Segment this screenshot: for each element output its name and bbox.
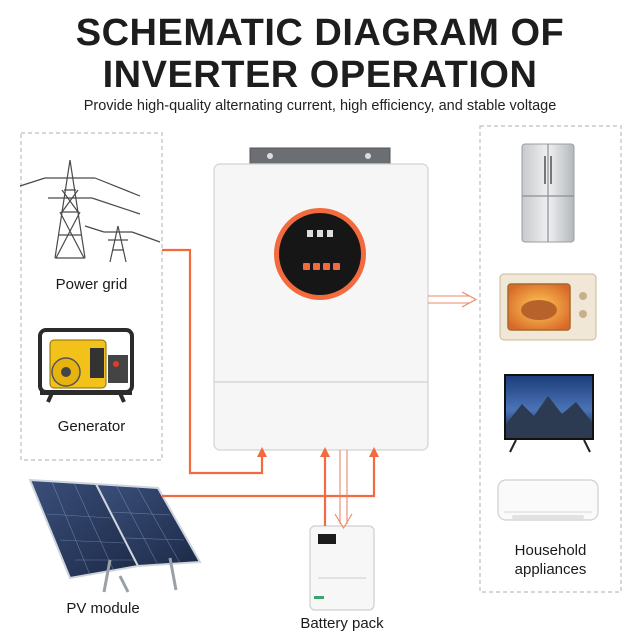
battery-icon — [309, 525, 375, 611]
appliances-label-line-2: appliances — [514, 561, 587, 578]
title-line-1: SCHEMATIC DIAGRAM OF — [75, 12, 565, 54]
inverter-to-battery-arrow — [339, 450, 348, 524]
subtitle: Provide high-quality alternating current… — [83, 98, 557, 114]
oven-icon — [499, 273, 597, 341]
television-icon — [504, 374, 594, 453]
title-line-2: INVERTER OPERATION — [102, 54, 538, 96]
transmission-tower-icon — [19, 159, 161, 263]
household-appliances-label: Household appliances — [480, 541, 621, 579]
sources-frame — [20, 132, 163, 461]
battery-pack-label: Battery pack — [300, 615, 384, 632]
appliances-label-line-1: Household — [514, 542, 587, 559]
solar-panel-icon — [28, 478, 202, 593]
refrigerator-icon — [521, 143, 575, 243]
air-conditioner-icon — [497, 479, 599, 521]
pv-module-label: PV module — [66, 600, 140, 617]
generator-icon — [38, 328, 134, 403]
power-grid-label: Power grid — [55, 276, 128, 293]
appliances-frame — [479, 125, 622, 593]
flow-arrows — [162, 248, 379, 526]
pv-to-inverter-arrow — [162, 447, 379, 498]
grid-to-inverter-arrow — [162, 248, 267, 475]
inverter-icon — [213, 147, 429, 451]
generator-label: Generator — [57, 418, 126, 435]
output-arrows — [334, 291, 478, 530]
inverter-to-appliances-arrow — [428, 295, 470, 304]
